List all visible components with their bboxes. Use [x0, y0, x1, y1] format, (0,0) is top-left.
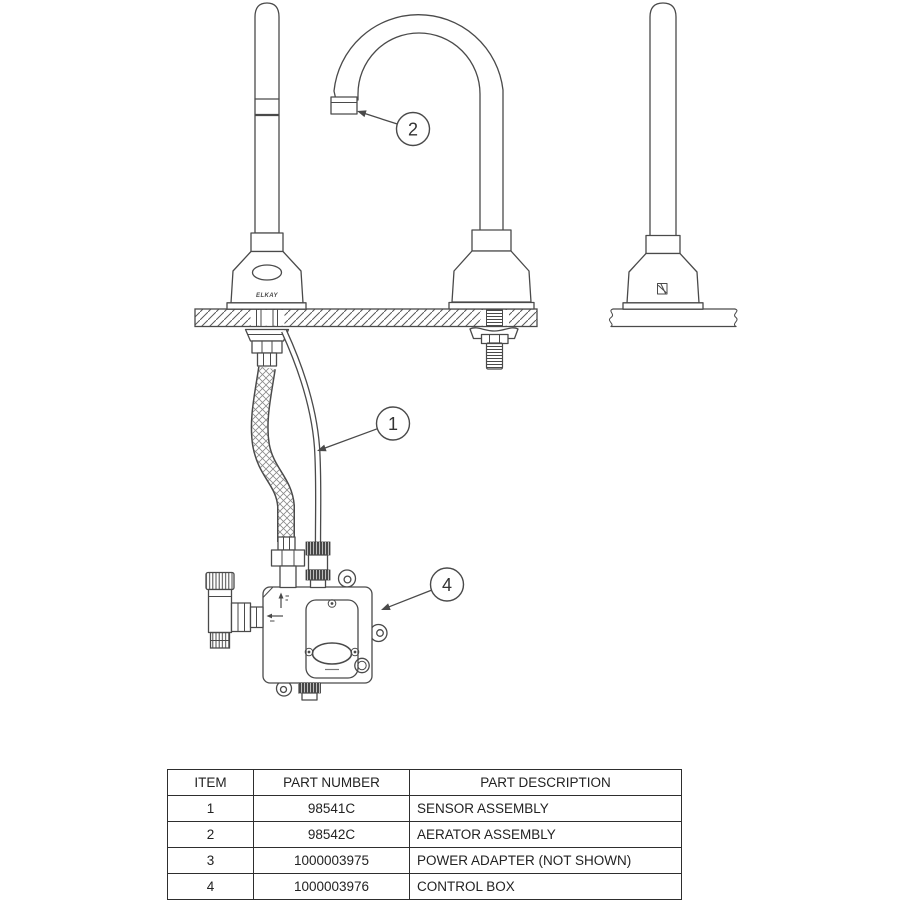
column-header-part-description: PART DESCRIPTION [409, 769, 682, 796]
cell-part-number: 98541C [253, 795, 410, 822]
control-box [205, 536, 388, 701]
parts-table-header-row: ITEM PART NUMBER PART DESCRIPTION [167, 769, 682, 796]
cell-description: AERATOR ASSEMBLY [409, 821, 682, 848]
bottom-plug [298, 682, 321, 701]
table-row: 2 98542C AERATOR ASSEMBLY [167, 821, 682, 848]
cable-connector [305, 541, 331, 589]
sensor-window-oval [251, 264, 283, 281]
cell-description: SENSOR ASSEMBLY [409, 795, 682, 822]
panel-screws [304, 599, 360, 657]
callout-2-number: 2 [408, 119, 418, 139]
hose-inlet-fitting [270, 536, 306, 589]
cell-part-number: 1000003976 [253, 873, 410, 900]
table-row: 4 1000003976 CONTROL BOX [167, 873, 682, 900]
cell-item: 2 [167, 821, 254, 848]
callout-1: 1 [317, 406, 411, 452]
table-row: 3 1000003975 POWER ADAPTER (NOT SHOWN) [167, 847, 682, 874]
aerator-tip [330, 96, 358, 115]
side-view-faucet [608, 2, 738, 328]
callout-4: 4 [381, 567, 465, 610]
cell-item: 3 [167, 847, 254, 874]
callout-2: 2 [357, 110, 431, 147]
cell-item: 1 [167, 795, 254, 822]
column-header-part-number: PART NUMBER [253, 769, 410, 796]
cell-part-number: 98542C [253, 821, 410, 848]
parts-table: ITEM PART NUMBER PART DESCRIPTION 1 9854… [167, 769, 682, 900]
cell-description: POWER ADAPTER (NOT SHOWN) [409, 847, 682, 874]
sensor-cable [281, 329, 322, 543]
cell-description: CONTROL BOX [409, 873, 682, 900]
callout-1-number: 1 [388, 414, 398, 434]
cell-item: 4 [167, 873, 254, 900]
gooseneck-faucet [330, 14, 535, 370]
counter-surface [194, 308, 538, 328]
column-header-item: ITEM [167, 769, 254, 796]
table-row: 1 98541C SENSOR ASSEMBLY [167, 795, 682, 822]
brand-label: ELKAY [256, 293, 278, 299]
parts-table-container: ITEM PART NUMBER PART DESCRIPTION 1 9854… [167, 769, 682, 900]
cell-part-number: 1000003975 [253, 847, 410, 874]
sensor-faucet-front-view: ELKAY [226, 2, 307, 367]
panel-button [354, 657, 370, 674]
callout-4-number: 4 [442, 575, 452, 595]
braided-supply-hose [250, 366, 295, 542]
panel-oval-window [311, 642, 353, 665]
brand-logo-glyph [657, 283, 668, 295]
flow-direction-icons [266, 592, 289, 622]
shutoff-valve [205, 571, 264, 649]
